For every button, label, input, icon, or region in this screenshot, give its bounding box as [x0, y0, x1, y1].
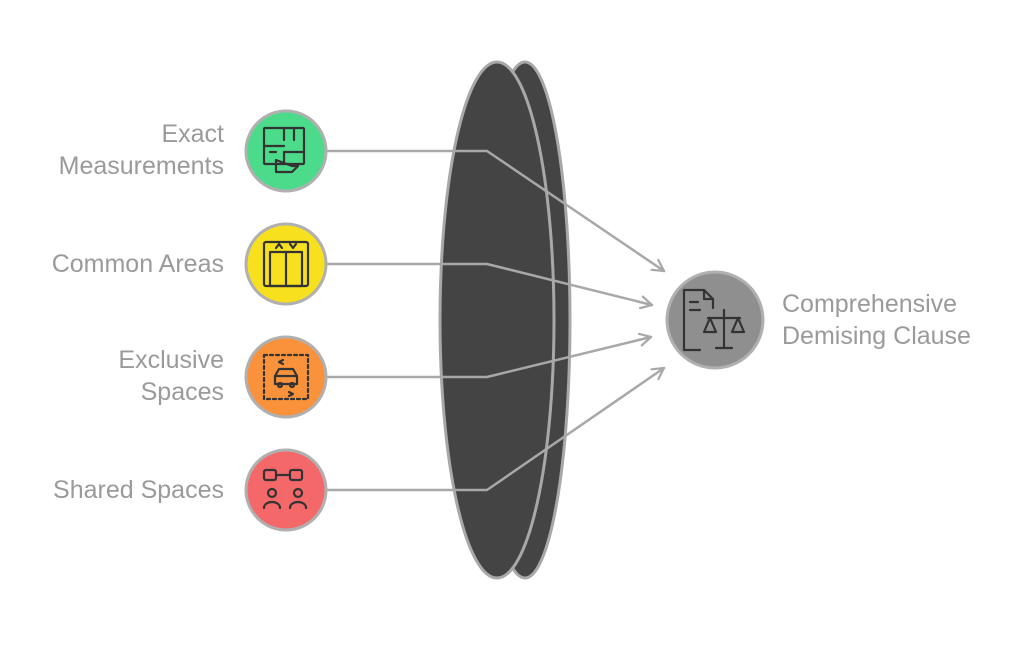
- lens-shape: [438, 60, 572, 580]
- label-line: Exclusive: [118, 346, 224, 374]
- lens-front-face: [438, 60, 556, 580]
- label-line: Shared Spaces: [53, 476, 224, 504]
- legal-document-scales-icon: [682, 288, 746, 352]
- node-circle: [665, 270, 765, 370]
- connectors: [325, 149, 666, 492]
- label-line: Spaces: [140, 378, 224, 406]
- connector-common-areas: [325, 262, 654, 305]
- connector-shared-spaces: [325, 366, 666, 492]
- label-common-areas: Common Areas: [52, 248, 224, 280]
- input-node-exact-measurements: [244, 109, 328, 193]
- label-line: Exact: [161, 120, 224, 148]
- output-node-comprehensive-demising-clause: [665, 270, 765, 370]
- label-comprehensive-demising-clause: Comprehensive Demising Clause: [782, 288, 971, 352]
- parking-space-icon: [262, 353, 310, 401]
- label-exact-measurements: Exact Measurements: [59, 118, 224, 182]
- node-circle: [244, 448, 328, 532]
- input-node-shared-spaces: [244, 448, 328, 532]
- input-node-common-areas: [244, 222, 328, 306]
- label-shared-spaces: Shared Spaces: [53, 474, 224, 506]
- elevator-icon: [262, 240, 310, 288]
- label-exclusive-spaces: Exclusive Spaces: [118, 344, 224, 408]
- connector-exclusive-spaces: [325, 337, 653, 379]
- label-line: Measurements: [58, 152, 224, 180]
- connector-exact-measurements: [325, 149, 666, 273]
- floor-plan-icon: [262, 126, 306, 174]
- shared-users-icon: [262, 468, 308, 510]
- label-line: Common Areas: [51, 250, 224, 278]
- label-line: Demising Clause: [782, 322, 971, 350]
- label-line: Comprehensive: [782, 290, 958, 318]
- input-node-exclusive-spaces: [244, 335, 328, 419]
